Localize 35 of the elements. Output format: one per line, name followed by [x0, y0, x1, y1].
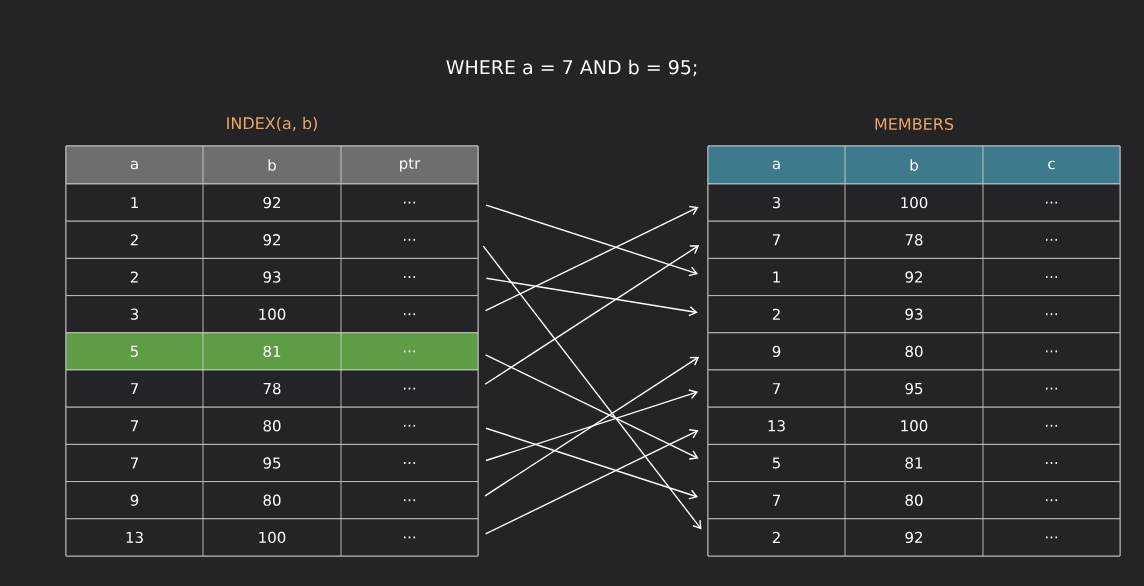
arrow	[485, 277, 698, 317]
table-row: 7 95 ...	[707, 369, 1121, 408]
table-row: 2 92 ...	[65, 220, 479, 259]
table-row: 7 95 ...	[65, 444, 479, 482]
node-label: INDEX(a, b)	[227, 116, 317, 132]
arrow	[484, 205, 699, 312]
table-row: 13 100 ...	[65, 518, 479, 557]
table-row: 9 80 ...	[65, 481, 479, 520]
arrow	[484, 429, 699, 535]
table-header-row: a b ptr	[65, 145, 479, 185]
table-row: 1 92 ...	[707, 258, 1121, 296]
node-label: MEMBERS	[875, 117, 954, 131]
table-row: 2 93 ...	[707, 295, 1121, 334]
table-row: 13 100 ...	[707, 406, 1121, 445]
table-header-row: a b c	[707, 145, 1121, 185]
table-row: 1 92 ...	[65, 183, 479, 222]
table-row: 9 80 ...	[707, 332, 1121, 371]
table-row: 2 92 ...	[707, 518, 1121, 557]
arrow	[482, 245, 702, 530]
arrow	[485, 389, 699, 462]
arrow	[485, 427, 699, 500]
arrow	[484, 354, 699, 460]
table-row: 7 78 ...	[65, 369, 479, 408]
table-row: 3 100 ...	[65, 295, 479, 334]
table-row: 2 93 ...	[65, 258, 479, 296]
query-title: WHERE a = 7 AND b = 95;	[446, 59, 697, 77]
arrow	[484, 245, 700, 385]
arrow	[484, 356, 700, 497]
table-row: 5 81 ...	[707, 444, 1121, 482]
arrow	[485, 204, 699, 277]
table-row: 7 80 ...	[65, 406, 479, 445]
table-row: 7 78 ...	[707, 220, 1121, 259]
table-row: 3 100 ...	[707, 183, 1121, 222]
table-row: 7 80 ...	[707, 481, 1121, 520]
table-row: 5 81 ...	[65, 332, 479, 371]
